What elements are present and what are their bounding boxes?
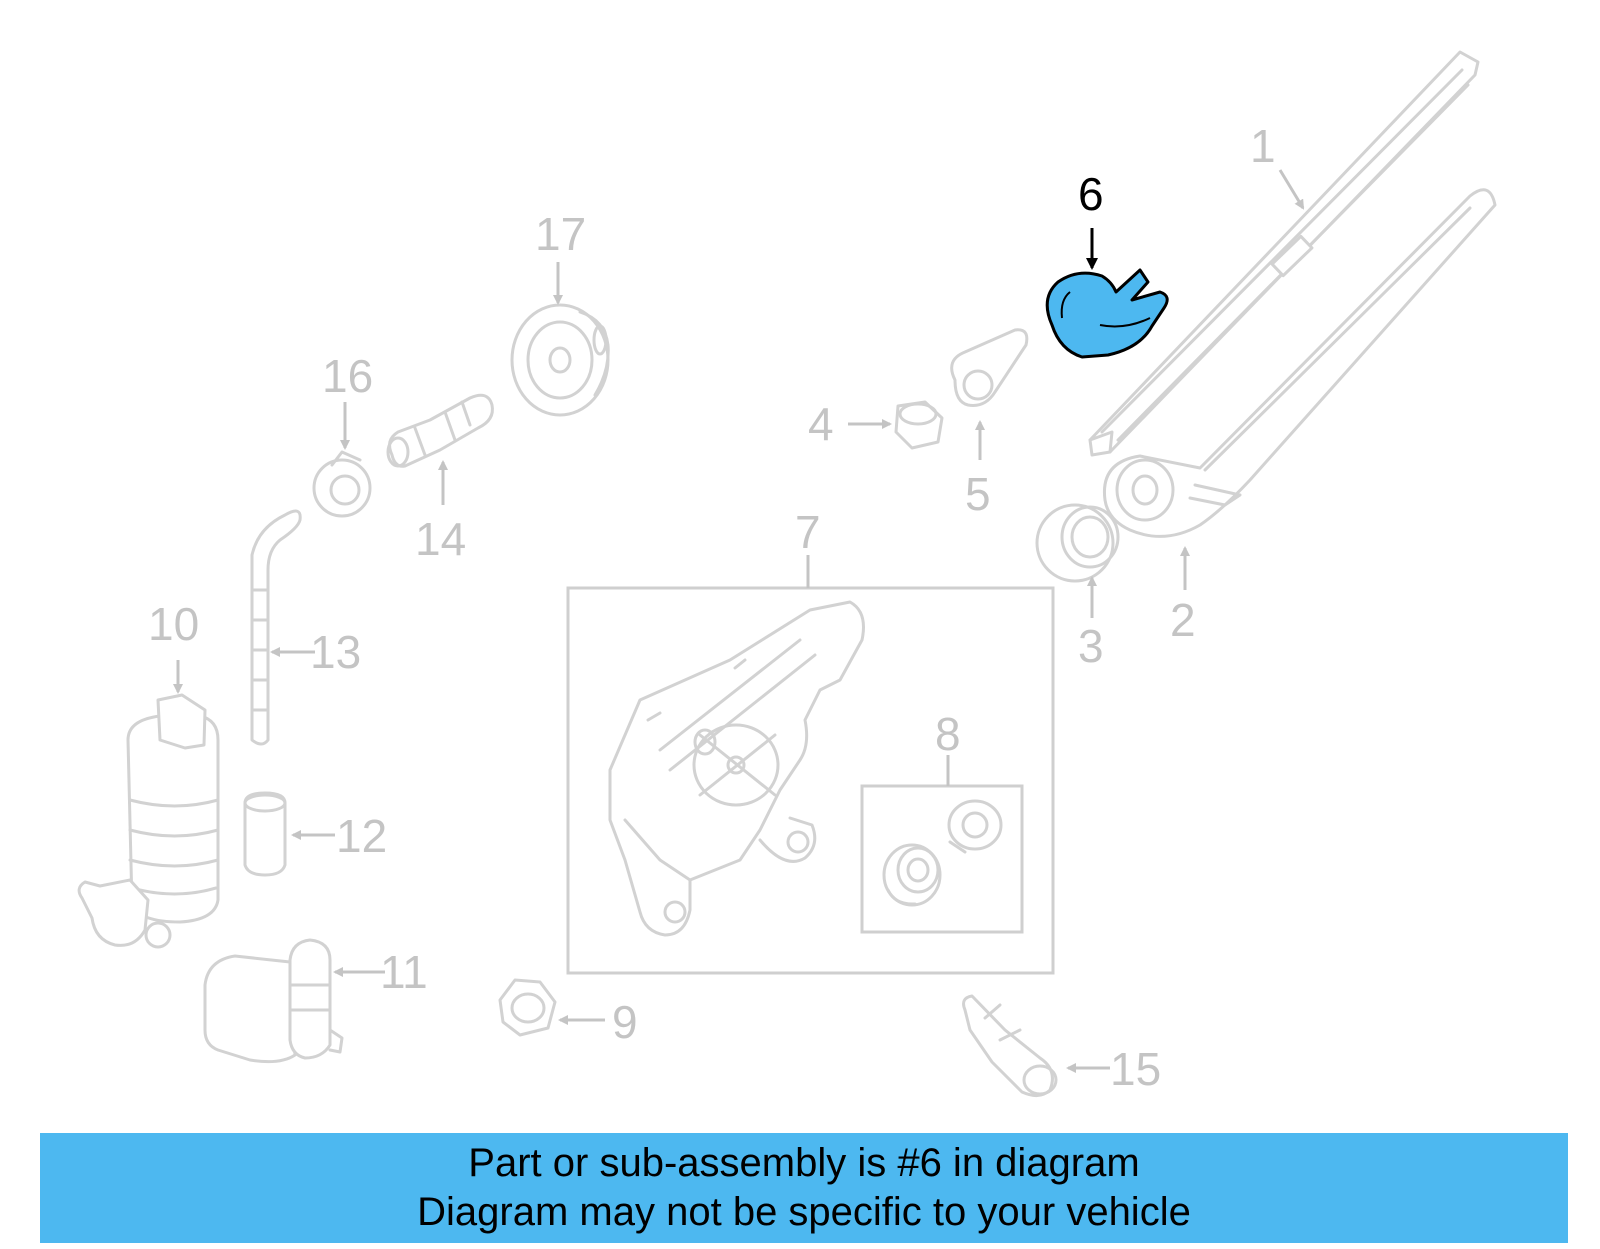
- banner-line-1: Part or sub-assembly is #6 in diagram: [468, 1141, 1140, 1185]
- callout-4: 4: [808, 398, 834, 450]
- part-1-wiper-blade[interactable]: [1088, 50, 1480, 457]
- callout-7: 7: [795, 506, 821, 558]
- part-15-washer-nozzle[interactable]: [962, 994, 1058, 1097]
- callout-17: 17: [535, 208, 586, 260]
- part-6-cover-cap[interactable]: [1045, 268, 1169, 359]
- part-8-box: [860, 784, 1024, 934]
- callout-12: 12: [336, 810, 387, 862]
- part-5-cover-bracket[interactable]: [950, 328, 1029, 407]
- part-10-washer-pump[interactable]: [77, 693, 220, 949]
- banner-line-2: Diagram may not be specific to your vehi…: [417, 1190, 1191, 1234]
- part-13-hose[interactable]: [250, 509, 302, 746]
- callout-10: 10: [148, 598, 199, 650]
- part-7-box: [566, 586, 1055, 975]
- callout-15: 15: [1110, 1043, 1161, 1095]
- callout-16: 16: [322, 350, 373, 402]
- part-3-grommet[interactable]: [1035, 503, 1120, 583]
- callout-3: 3: [1078, 620, 1104, 672]
- callout-9: 9: [612, 996, 638, 1048]
- callout-13: 13: [310, 626, 361, 678]
- part-16-clamp[interactable]: [312, 450, 372, 518]
- part-9-nut[interactable]: [498, 978, 557, 1037]
- part-2-wiper-arm[interactable]: [1102, 188, 1497, 538]
- callout-14: 14: [415, 513, 466, 565]
- callout-5: 5: [965, 468, 991, 520]
- callout-2: 2: [1170, 594, 1196, 646]
- part-11-reservoir-sensor[interactable]: [203, 938, 344, 1064]
- part-4-nut[interactable]: [894, 400, 944, 450]
- part-12-cylinder[interactable]: [243, 791, 287, 877]
- callout-6: 6: [1078, 168, 1104, 220]
- callout-11: 11: [380, 946, 428, 998]
- info-banner: Part or sub-assembly is #6 in diagram Di…: [40, 1133, 1568, 1243]
- callout-8: 8: [935, 708, 961, 760]
- part-8-bushings[interactable]: [882, 799, 1003, 907]
- part-7-wiper-motor[interactable]: [608, 600, 865, 937]
- callout-1: 1: [1250, 120, 1276, 172]
- part-17-cap[interactable]: [510, 303, 610, 417]
- part-14-connector[interactable]: [386, 393, 494, 468]
